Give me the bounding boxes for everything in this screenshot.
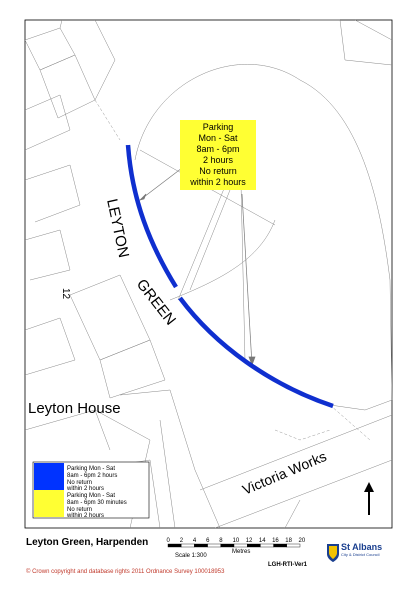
legend: Parking Mon - Sat 8am - 6pm 2 hours No r… bbox=[32, 461, 150, 519]
scale-segment bbox=[233, 543, 248, 548]
scale-segment bbox=[180, 543, 195, 548]
parking-note-line: Parking bbox=[202, 122, 234, 132]
scale-segment bbox=[286, 543, 301, 548]
scale-tick-label: 18 bbox=[285, 538, 292, 544]
scale-bar: 0 2 4 6 8 10 12 14 16 18 20 Metres bbox=[167, 538, 306, 555]
scale-tick-label: 6 bbox=[206, 538, 210, 544]
legend-1-line-2: 8am - 6pm 2 hours bbox=[67, 473, 117, 479]
legend-2-line-3: No return bbox=[67, 507, 92, 513]
scale-segment bbox=[167, 543, 182, 548]
scale-segment bbox=[194, 543, 208, 548]
scale-tick-label: 2 bbox=[180, 538, 184, 544]
parking-note-line: within 2 hours bbox=[190, 177, 246, 187]
house-label: Leyton House bbox=[28, 400, 121, 417]
scale-label: Scale 1:300 bbox=[175, 553, 207, 559]
scale-tick-label: 0 bbox=[167, 538, 171, 544]
parking-note-line: No return bbox=[199, 166, 237, 176]
map-title: Leyton Green, Harpenden bbox=[26, 537, 149, 548]
legend-1-line-1: Parking Mon - Sat bbox=[67, 466, 115, 472]
scale-segment bbox=[273, 543, 288, 548]
parking-note-line: 8am - 6pm bbox=[196, 144, 240, 154]
scale-tick-label: 10 bbox=[233, 538, 240, 544]
map-frame bbox=[24, 19, 393, 529]
scale-units-label: Metres bbox=[232, 549, 250, 555]
council-crest-icon bbox=[327, 544, 339, 562]
legend-2-line-2: 8am - 6pm 30 minutes bbox=[67, 500, 127, 506]
parking-note: Parking Mon - Sat 8am - 6pm 2 hours No r… bbox=[180, 120, 256, 190]
parking-note-line: Mon - Sat bbox=[198, 133, 238, 143]
scale-tick-label: 16 bbox=[272, 538, 279, 544]
scale-tick-label: 8 bbox=[219, 538, 223, 544]
legend-1-line-4: within 2 hours bbox=[66, 486, 104, 492]
scale-segment bbox=[246, 543, 261, 548]
north-arrow-icon bbox=[364, 482, 374, 515]
scale-segment bbox=[260, 543, 274, 548]
legend-2-line-4: within 2 hours bbox=[66, 513, 104, 519]
scale-tick-label: 4 bbox=[193, 538, 197, 544]
council-logo: St Albans City & District Council bbox=[325, 542, 387, 562]
legend-2-line-1: Parking Mon - Sat bbox=[67, 493, 115, 499]
copyright-notice: © Crown copyright and database rights 20… bbox=[26, 569, 225, 575]
map-reference: LGH-RTI-Ver1 bbox=[268, 562, 308, 568]
legend-1-line-3: No return bbox=[67, 480, 92, 486]
legend-swatch-yellow bbox=[34, 490, 64, 517]
parking-note-line: 2 hours bbox=[202, 155, 234, 165]
scale-segment bbox=[207, 543, 222, 548]
scale-segment bbox=[220, 543, 235, 548]
legend-swatch-blue bbox=[34, 463, 64, 490]
scale-tick-label: 20 bbox=[299, 538, 306, 544]
scale-tick-label: 14 bbox=[259, 538, 266, 544]
house-number-label: 12 bbox=[60, 288, 71, 300]
parking-pointers bbox=[138, 167, 256, 366]
scale-tick-label: 12 bbox=[246, 538, 253, 544]
council-subtitle: City & District Council bbox=[341, 552, 380, 557]
council-name: St Albans bbox=[341, 542, 383, 552]
map-dashed-lines bbox=[94, 99, 371, 441]
restriction-line bbox=[125, 144, 334, 409]
